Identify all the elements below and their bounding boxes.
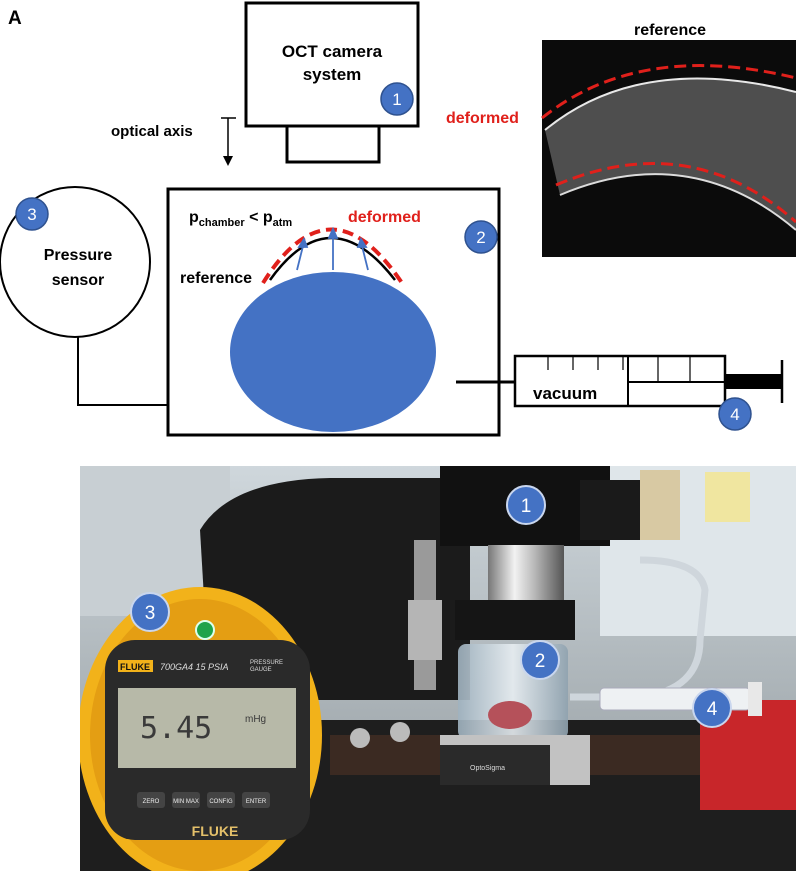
badge-a-1: 1 (380, 82, 414, 116)
deformed-cornea-curve (261, 227, 404, 285)
optical-axis-indicator: optical axis (111, 117, 236, 166)
svg-text:3: 3 (27, 205, 36, 224)
svg-text:1: 1 (521, 496, 532, 517)
oct-deformed-label: deformed (446, 110, 519, 127)
gauge-button-config: CONFIG (209, 799, 233, 805)
gauge-reading: 5.45 (140, 711, 212, 746)
gauge-type-line2: GAUGE (250, 667, 272, 673)
svg-text:4: 4 (707, 699, 718, 720)
panel-a-label: A (8, 8, 22, 29)
svg-text:1: 1 (392, 90, 401, 109)
pressure-sensor-label-line1: Pressure (44, 247, 113, 264)
pressure-sensor-label-line2: sensor (52, 272, 104, 289)
vacuum-chamber: pchamber < patm deformed reference (166, 187, 515, 437)
experimental-setup-photo: OptoSigma FLUKE 700GA4 15 PSIA PRESSURE … (80, 466, 796, 871)
oct-reference-label: reference (634, 22, 706, 39)
deformed-label: deformed (348, 209, 421, 226)
badge-a-4: 4 (718, 397, 752, 431)
vacuum-label: vacuum (533, 384, 597, 403)
oct-camera-label-line1: OCT camera (282, 42, 383, 61)
svg-text:3: 3 (145, 603, 156, 624)
vacuum-syringe: vacuum (513, 354, 784, 408)
oct-deformed-outer-curve (541, 64, 796, 120)
gauge-button-minmax: MIN MAX (173, 799, 199, 805)
gauge-button-enter: ENTER (246, 799, 267, 805)
gauge-display (118, 688, 296, 768)
svg-text:2: 2 (535, 651, 546, 672)
gauge-brand: FLUKE (120, 662, 150, 672)
gauge-unit: mHg (245, 714, 266, 725)
badge-b-1: 1 (506, 485, 546, 525)
chamber-pressure-equation: pchamber < patm (189, 209, 292, 229)
svg-text:2: 2 (476, 228, 485, 247)
badge-b-2: 2 (520, 640, 560, 680)
reference-label: reference (180, 270, 252, 287)
pressure-gauge: FLUKE 700GA4 15 PSIA PRESSURE GAUGE 5.45… (80, 587, 322, 871)
gauge-button-zero: ZERO (143, 799, 160, 805)
oct-image: reference deformed (446, 22, 796, 257)
stage-brand: OptoSigma (470, 765, 505, 772)
objective-lens (488, 545, 564, 605)
gauge-type-line1: PRESSURE (250, 660, 283, 666)
eye-sample (230, 272, 436, 432)
oct-camera-system: OCT camera system (244, 1, 420, 164)
deformation-arrows (296, 226, 369, 271)
oct-camera-label-line2: system (303, 65, 362, 84)
badge-a-3: 3 (15, 197, 49, 231)
optical-axis-label: optical axis (111, 123, 193, 140)
badge-a-2: 2 (464, 220, 498, 254)
oct-deformed-inner-curve (555, 162, 796, 224)
badge-b-4: 4 (692, 688, 732, 728)
gauge-bottom-brand: FLUKE (192, 823, 239, 839)
svg-text:4: 4 (730, 405, 739, 424)
badge-b-3: 3 (130, 592, 170, 632)
gauge-model: 700GA4 15 PSIA (160, 662, 229, 672)
